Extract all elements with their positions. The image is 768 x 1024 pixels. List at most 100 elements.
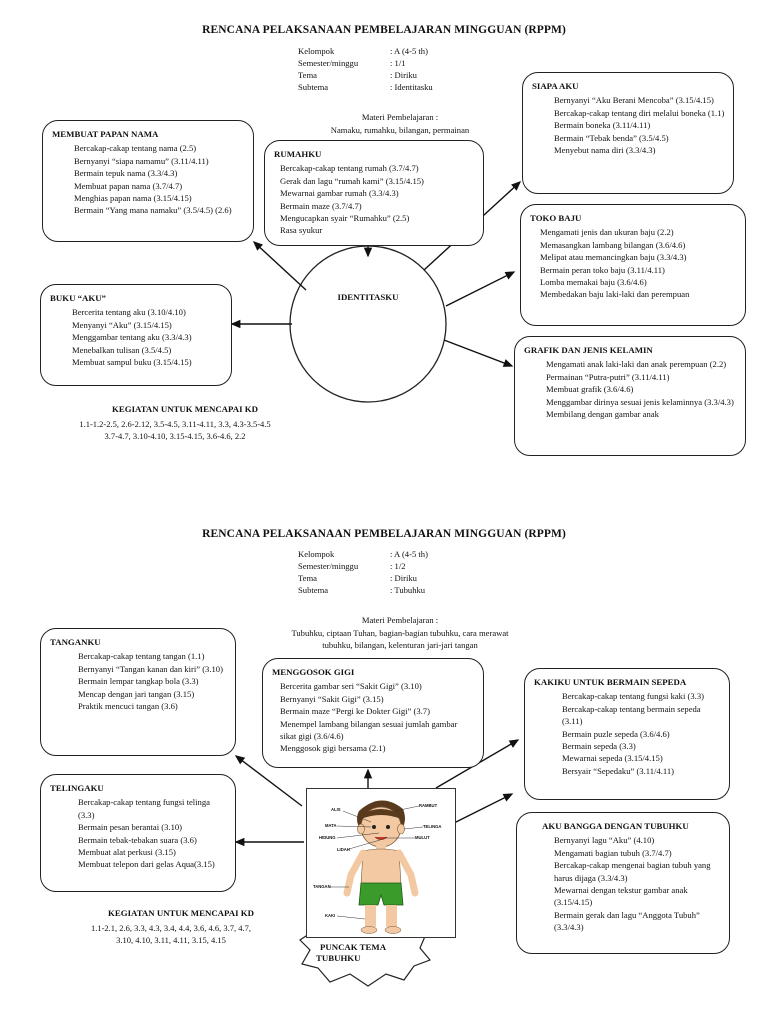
activity-item: Mengamati jenis dan ukuran baju (2.2) — [540, 227, 674, 238]
box-aku-bangga-tubuhku: AKU BANGGA DENGAN TUBUHKU Bernyanyi lagu… — [516, 812, 730, 954]
activity-list: Bercakap-cakap tentang nama (2.5) Bernya… — [52, 142, 245, 216]
activity-item: Bercakap-cakap tentang fungsi kaki (3.3) — [562, 691, 704, 702]
activity-item: Praktik mencuci tangan (3.6) — [78, 701, 178, 712]
activity-item: Bermain lempar tangkap bola (3.3) — [78, 676, 199, 687]
info-label: Semester/minggu — [298, 58, 359, 68]
activity-item: Menempel lambang bilangan sesuai jumlah … — [280, 718, 458, 742]
puncak-tema-line1: PUNCAK TEMA — [320, 942, 387, 952]
body-label-hidung: HIDUNG — [319, 835, 336, 840]
activity-list: Bercerita gambar seri “Sakit Gigi” (3.10… — [272, 680, 475, 754]
activity-item: Membuat alat perkusi (3.15) — [78, 847, 176, 858]
puncak-tema-line2: TUBUHKU — [316, 953, 361, 963]
info-label: Tema — [298, 573, 317, 583]
activity-item: Bercakap-cakap tentang bermain sepeda (3… — [562, 703, 701, 727]
activity-item: Mewarnai sepeda (3.15/4.15) — [562, 753, 663, 764]
activity-item: Menyebut nama diri (3.3/4.3) — [554, 145, 656, 156]
activity-item: Membuat grafik (3.6/4.6) — [546, 384, 634, 395]
activity-item: Mencap dengan jari tangan (3.15) — [78, 688, 195, 699]
materi-label: Materi Pembelajaran : — [361, 112, 439, 122]
activity-item: Bermain tebak-tebakan suara (3.6) — [78, 834, 197, 845]
activity-item: Bermain puzle sepeda (3.6/4.6) — [562, 728, 670, 739]
activity-item: Menyanyi “Aku” (3.15/4.15) — [72, 319, 172, 330]
info-block: Kelompok: A (4-5 th) Semester/minggu: 1/… — [298, 548, 498, 596]
box-toko-baju: TOKO BAJU Mengamati jenis dan ukuran baj… — [520, 204, 746, 326]
activity-item: Bermain “Tebak benda” (3.5/4.5) — [554, 132, 669, 143]
activity-item: Bermain pesan berantai (3.10) — [78, 822, 183, 833]
activity-item: Membuat papan nama (3.7/4.7) — [74, 180, 183, 191]
activity-item: Mengucapkan syair “Rumahku” (2.5) — [280, 213, 410, 224]
info-value: : 1/1 — [390, 58, 406, 68]
box-grafik-jenis-kelamin: GRAFIK DAN JENIS KELAMIN Mengamati anak … — [514, 336, 746, 456]
activity-list: Bercakap-cakap tentang fungsi kaki (3.3)… — [534, 690, 721, 777]
box-title: TANGANKU — [50, 637, 101, 647]
activity-item: Bercakap-cakap tentang nama (2.5) — [74, 143, 197, 154]
info-label: Semester/minggu — [298, 561, 359, 571]
activity-item: Bercakap-cakap mengenai bagian tubuh yan… — [554, 860, 711, 883]
activity-item: Membedakan baju laki-laki dan perempuan — [540, 289, 690, 300]
body-label-kaki: KAKI — [325, 913, 335, 918]
activity-item: Mewarnai dengan tekstur gambar anak (3.1… — [554, 885, 688, 908]
activity-item: Bersyair “Sepedaku” (3.11/4.11) — [562, 765, 674, 776]
activity-item: Menggosok gigi bersama (2.1) — [280, 743, 386, 754]
kd-codes-line1: 1.1-2.1, 2.6, 3.3, 4.3, 3.4, 4.4, 3.6, 4… — [90, 923, 252, 933]
info-value: : A (4-5 th) — [390, 549, 428, 559]
activity-item: Memasangkan lambang bilangan (3.6/4.6) — [540, 239, 686, 250]
info-value: : Tubuhku — [390, 585, 426, 595]
body-label-mulut: MULUT — [415, 835, 430, 840]
box-title: SIAPA AKU — [532, 81, 579, 91]
box-title: RUMAHKU — [274, 149, 322, 159]
body-label-rambut: RAMBUT — [419, 803, 438, 808]
info-label: Kelompok — [298, 549, 335, 559]
activity-item: Bernyanyi “Tangan kanan dan kiri” (3.10) — [78, 663, 223, 674]
arrow-to-papan-nama — [252, 241, 307, 291]
activity-item: Bernyanyi “siapa namamu” (3.11/4.11) — [74, 155, 209, 166]
box-title: MEMBUAT PAPAN NAMA — [52, 129, 159, 139]
box-title: TELINGAKU — [50, 783, 104, 793]
box-title: GRAFIK DAN JENIS KELAMIN — [524, 345, 653, 355]
box-siapa-aku: SIAPA AKU Bernyanyi “Aku Berani Mencoba”… — [522, 72, 734, 194]
activity-item: Rasa syukur — [280, 225, 323, 236]
center-label: IDENTITASKU — [337, 292, 399, 302]
activity-item: Bernyanyi “Sakit Gigi” (3.15) — [280, 693, 384, 704]
box-telingaku: TELINGAKU Bercakap-cakap tentang fungsi … — [40, 774, 236, 892]
kd-codes-line2: 3.7-4.7, 3.10-4.10, 3.15-4.15, 3.6-4.6, … — [104, 431, 246, 441]
kd-codes-line1: 1.1-1.2-2.5, 2.6-2.12, 3.5-4.5, 3.11-4.1… — [79, 419, 271, 429]
activity-item: Bernyanyi “Aku Berani Mencoba” (3.15/4.1… — [554, 95, 714, 106]
materi-text: Namaku, rumahku, bilangan, permainan — [330, 125, 470, 135]
activity-list: Bercerita tentang aku (3.10/4.10) Menyan… — [50, 306, 223, 368]
arrow-to-grafik — [443, 339, 514, 367]
activity-item: Bercakap-cakap tentang fungsi telinga (3… — [78, 797, 210, 820]
activity-item: Bermain tepuk nama (3.3/4.3) — [74, 168, 178, 179]
activity-item: Bermain sepeda (3.3) — [562, 741, 636, 752]
box-kakiku-bermain-sepeda: KAKIKU UNTUK BERMAIN SEPEDA Bercakap-cak… — [524, 668, 730, 800]
activity-item: Bermain “Yang mana namaku” (3.5/4.5) (2.… — [74, 205, 232, 216]
info-label: Kelompok — [298, 46, 335, 56]
arrow-to-toko-baju — [445, 271, 516, 307]
activity-item: Membuat telepon dari gelas Aqua(3.15) — [78, 859, 215, 870]
activity-item: Membilang dengan gambar anak — [546, 409, 659, 420]
child-figure: ALIS RAMBUT MATA HIDUNG TELINGA MULUT LI… — [313, 800, 441, 934]
body-label-alis: ALIS — [331, 807, 341, 812]
rppm-identitasku: RENCANA PELAKSANAAN PEMBELAJARAN MINGGUA… — [40, 24, 746, 456]
info-label: Tema — [298, 70, 317, 80]
activity-item: Bercakap-cakap tentang rumah (3.7/4.7) — [280, 163, 419, 174]
box-membuat-papan-nama: MEMBUAT PAPAN NAMA Bercakap-cakap tentan… — [42, 120, 254, 242]
activity-item: Bermain boneka (3.11/4.11) — [554, 120, 651, 131]
activity-item: Menggambar dirinya sesuai jenis kelaminn… — [546, 396, 734, 407]
activity-list: Mengamati anak laki-laki dan anak peremp… — [524, 358, 737, 420]
activity-item: Gerak dan lagu “rumah kami” (3.15/4.15) — [280, 175, 424, 186]
box-title: TOKO BAJU — [530, 213, 582, 223]
box-tanganku: TANGANKU Bercakap-cakap tentang tangan (… — [40, 628, 236, 756]
info-value: : Identitasku — [390, 82, 433, 92]
kd-codes-line2: 3.10, 4.10, 3.11, 4.11, 3.15, 4.15 — [116, 935, 226, 945]
box-title: KAKIKU UNTUK BERMAIN SEPEDA — [534, 677, 687, 687]
info-value: : Diriku — [390, 70, 417, 80]
body-label-mata: MATA — [325, 823, 336, 828]
info-label: Subtema — [298, 585, 329, 595]
info-block: Kelompok: A (4-5 th) Semester/minggu: 1/… — [298, 45, 498, 93]
activity-item: Bercerita gambar seri “Sakit Gigi” (3.10… — [280, 681, 422, 692]
connector-arrows — [230, 181, 522, 403]
activity-item: Bercakap-cakap tentang diri melalui bone… — [554, 107, 725, 118]
activity-item: Bernyanyi lagu “Aku” (4.10) — [554, 835, 655, 846]
body-label-telinga: TELINGA — [423, 824, 441, 829]
